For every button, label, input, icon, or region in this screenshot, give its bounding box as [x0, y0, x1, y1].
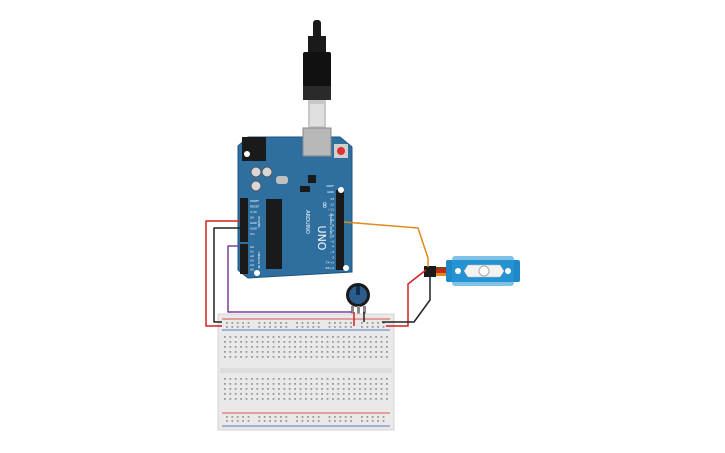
- power-jack: [242, 137, 266, 161]
- digital-pin-label: 13: [330, 197, 334, 201]
- power-pin-label: Vin: [250, 232, 255, 236]
- power-pin-label: IOREF: [250, 199, 259, 203]
- digital-pin-label: 2: [332, 255, 334, 259]
- gnd-label: GND: [327, 190, 335, 194]
- potentiometer[interactable]: [346, 283, 370, 314]
- usb-port: [302, 127, 332, 157]
- analog-pin-label: A3: [250, 259, 254, 263]
- digital-pin-label: ~6: [330, 234, 335, 238]
- power-pin-label: 5V: [250, 216, 255, 220]
- digital-pin-label: ~3: [330, 250, 335, 254]
- wire-servo-red: [386, 269, 427, 327]
- capacitor: [250, 166, 262, 178]
- atmega-chip: [266, 199, 282, 269]
- usb-cable[interactable]: [303, 20, 331, 128]
- digital-pin-label: RX←0: [325, 266, 334, 270]
- analog-pin-label: A2: [250, 254, 254, 258]
- power-pin-label: 3.3V: [250, 210, 258, 214]
- arduino-uno-board[interactable]: ARDUINO UNO ∞ DIGITAL (PWM~) ANALOG IN P…: [237, 127, 353, 279]
- digital-pin-label: ~11: [328, 208, 334, 212]
- analog-pin-label: A4: [250, 263, 254, 267]
- aref-label: AREF: [326, 184, 334, 188]
- wire-gnd-black: [213, 227, 240, 323]
- wires: [205, 220, 431, 327]
- power-pin-label: GND: [250, 227, 258, 231]
- analog-label: ANALOG IN: [257, 252, 261, 269]
- wire-5v-red: [205, 220, 240, 327]
- power-header: [240, 198, 248, 242]
- capacitor: [261, 166, 273, 178]
- power-label: POWER: [257, 216, 261, 227]
- digital-label: DIGITAL (PWM~): [329, 214, 333, 239]
- power-pin-label: RESET: [250, 205, 260, 209]
- digital-pin-label: 7: [332, 229, 334, 233]
- digital-pin-label: 12: [330, 202, 334, 206]
- power-pin-label: GND: [250, 221, 258, 225]
- digital-pin-label: 4: [332, 245, 334, 249]
- digital-pin-label: 8: [332, 224, 334, 228]
- digital-header: [336, 190, 344, 270]
- capacitor: [250, 180, 262, 192]
- digital-pin-label: ~10: [328, 213, 334, 217]
- crystal: [276, 176, 288, 184]
- wire-pin9-orange: [343, 221, 429, 267]
- analog-pin-label: A0: [250, 245, 254, 249]
- analog-header: [240, 244, 248, 274]
- arduino-logo-text: ARDUINO: [304, 210, 310, 234]
- digital-pin-label: TX→1: [325, 261, 334, 265]
- arduino-logo-symbol: ∞: [319, 201, 329, 209]
- breadboard[interactable]: [217, 313, 395, 431]
- analog-pin-label: A5: [250, 268, 254, 272]
- wire-a0-purple: [227, 245, 352, 313]
- servo-motor[interactable]: [424, 256, 520, 286]
- servo-connector: [424, 266, 436, 277]
- digital-pin-label: ~9: [330, 218, 335, 222]
- digital-pin-label: ~5: [330, 239, 335, 243]
- analog-pin-label: A1: [250, 250, 254, 254]
- arduino-model-text: UNO: [315, 226, 328, 251]
- wire-servo-black: [382, 276, 431, 323]
